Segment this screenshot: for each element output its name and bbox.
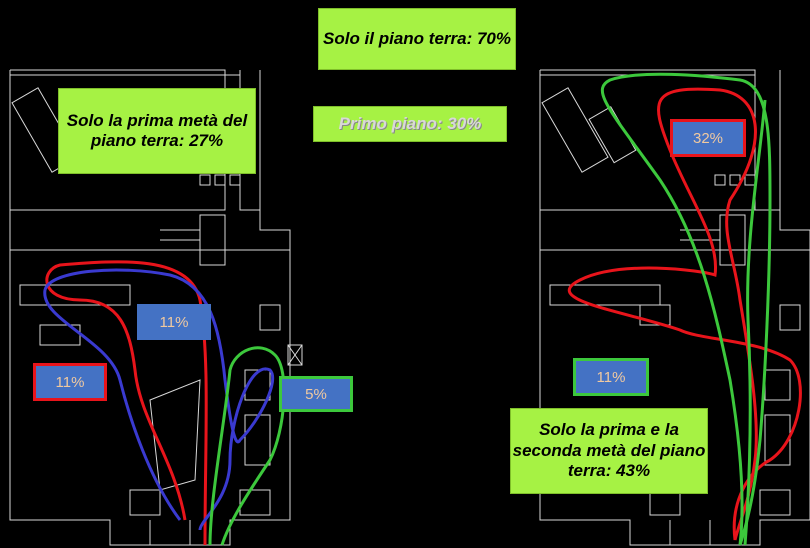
left-route-green [208, 346, 286, 546]
label-ground-floor-only: Solo il piano terra: 70% [318, 8, 516, 70]
left-route-red [45, 260, 208, 546]
right-floor-plan [539, 69, 810, 546]
pct-right-top: 32% [670, 119, 746, 157]
pct-left-right: 5% [279, 376, 353, 412]
pct-left-side: 11% [33, 363, 107, 401]
pct-right-middle: 11% [573, 358, 649, 396]
right-route-green-2 [743, 99, 767, 546]
right-route-green [600, 72, 772, 546]
left-route-blue [43, 268, 275, 531]
right-route-red [567, 87, 802, 541]
label-first-floor: Primo piano: 30% [313, 106, 507, 142]
label-first-half-only: Solo la prima metà del piano terra: 27% [58, 88, 256, 174]
label-first-and-second-half: Solo la prima e la seconda metà del pian… [510, 408, 708, 494]
pct-left-center: 11% [137, 304, 211, 340]
